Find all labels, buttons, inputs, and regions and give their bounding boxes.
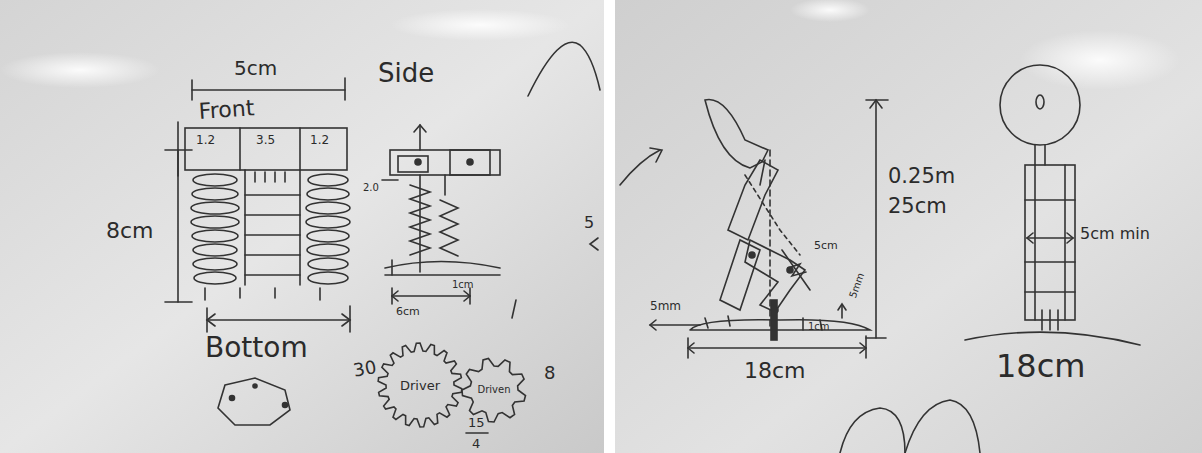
lamp-side-view [620,100,888,359]
gear: Driven [460,356,528,424]
sketch-label: 5mm [650,300,681,312]
sketch-label: Side [378,60,434,86]
gear-label: Driver [400,379,440,392]
sketch-label: 6cm [396,306,420,317]
glare [1020,30,1180,90]
front-view [165,78,350,425]
photo-ground [0,0,604,453]
sketch-label: 5 [584,215,594,231]
sketch-label: Front [198,97,255,123]
sketch-label: 18cm [996,350,1085,382]
photo-ground [615,0,1202,453]
sketch-label: 4 [472,437,480,450]
sketch-label: 2.0 [363,183,379,193]
glare [790,0,870,22]
gear-label: Driven [478,385,511,395]
sketch-label: 5cm [234,58,277,78]
sketch-label: 1.2 [310,134,329,146]
sketch-label: 1cm [452,280,474,290]
sketch-label: 15 [468,416,485,429]
sketch-label: 3.5 [256,134,275,146]
sketch-label: 0.25m [888,166,955,187]
sketch-label: 8 [544,364,555,382]
sketch-label: 5cm min [1080,226,1150,242]
sketch-label: 8cm [106,220,154,242]
sketch-label: Bottom [205,334,308,362]
glare [0,52,160,88]
sketch-label: 1cm [808,322,830,332]
sketch-label: 5cm [814,240,838,251]
side-view [382,42,600,433]
sketch-label: 18cm [744,360,806,382]
gear: Driver [376,341,464,429]
sketch-label: 25cm [888,196,947,217]
sketch-label: 30 [352,358,378,380]
gear-teeth [378,343,462,427]
glare [390,9,570,41]
gear-teeth [462,358,526,422]
lamp-front-view [840,65,1140,453]
sketch-label: 1.2 [196,134,215,146]
